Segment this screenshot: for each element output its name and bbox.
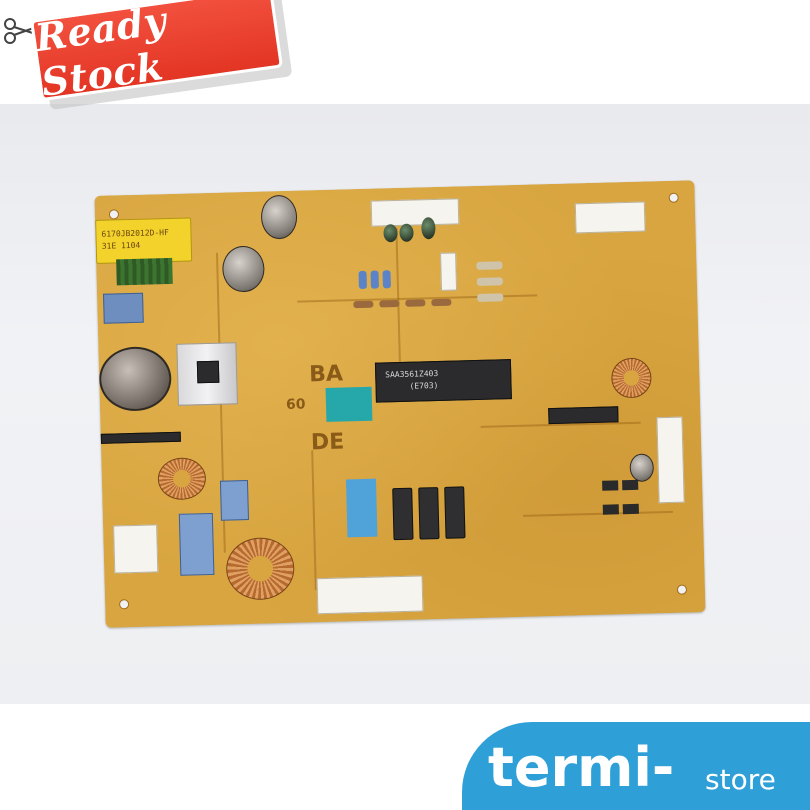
store-banner	[462, 722, 810, 810]
store-suffix: store	[705, 763, 776, 796]
store-name: termi-	[488, 736, 674, 799]
resistor	[370, 270, 379, 289]
resistor	[476, 277, 503, 286]
resistor	[379, 299, 400, 308]
capacitor	[421, 217, 436, 240]
power-connector	[113, 524, 159, 574]
connector	[440, 252, 458, 291]
connector	[574, 201, 646, 234]
mounting-hole	[668, 192, 679, 203]
badge-text: Ready Stock	[32, 0, 169, 105]
capacitor	[260, 194, 298, 240]
toroid-coil	[225, 536, 296, 601]
resistor	[477, 293, 504, 302]
transistor	[602, 504, 619, 515]
transistor	[622, 503, 639, 515]
teal-sticker	[325, 386, 373, 422]
toroid-coil	[610, 357, 652, 399]
relay	[418, 487, 440, 540]
transformer-coil	[116, 257, 173, 286]
black-strip	[548, 406, 619, 425]
transformer-print-2: 31E 1104	[101, 240, 141, 251]
blue-capacitor	[345, 478, 378, 538]
transistor	[622, 479, 639, 491]
connector	[656, 416, 685, 504]
mounting-hole	[119, 599, 130, 610]
ready-stock-badge: Ready Stock	[30, 0, 293, 115]
connector	[370, 198, 460, 227]
resistor	[476, 261, 503, 270]
microcontroller-chip	[374, 359, 512, 403]
resistor	[405, 299, 426, 307]
blue-capacitor	[178, 512, 215, 576]
capacitor	[399, 223, 414, 242]
chip-label: SAA3561Z403	[385, 368, 439, 380]
connector	[316, 575, 424, 615]
mounting-hole	[108, 209, 120, 220]
blue-capacitor	[219, 480, 249, 521]
resistor	[382, 270, 391, 289]
regulator	[196, 360, 220, 384]
resistor	[431, 298, 452, 307]
toroid-coil	[157, 457, 207, 501]
relay	[392, 487, 414, 541]
board-label: BA	[308, 361, 344, 388]
circuit-board-image: 6170JB2012D-HF 31E 1104 SAA3561Z403 (E70…	[94, 180, 706, 628]
resistor	[358, 270, 367, 290]
mounting-hole	[676, 584, 688, 595]
transformer-print: 6170JB2012D-HF	[101, 227, 169, 239]
store-dash: -	[651, 736, 675, 799]
transistor	[602, 480, 619, 491]
store-name-text: termi	[488, 736, 652, 799]
capacitor	[629, 453, 655, 483]
black-strip	[100, 431, 181, 444]
serial-print: 60	[285, 396, 306, 413]
board-label-2: DE	[310, 429, 345, 456]
resistor	[353, 300, 374, 309]
relay	[444, 486, 466, 539]
capacitor	[221, 245, 266, 293]
large-capacitor	[98, 345, 173, 412]
blue-component	[103, 292, 144, 324]
chip-code: (E703)	[409, 380, 439, 391]
